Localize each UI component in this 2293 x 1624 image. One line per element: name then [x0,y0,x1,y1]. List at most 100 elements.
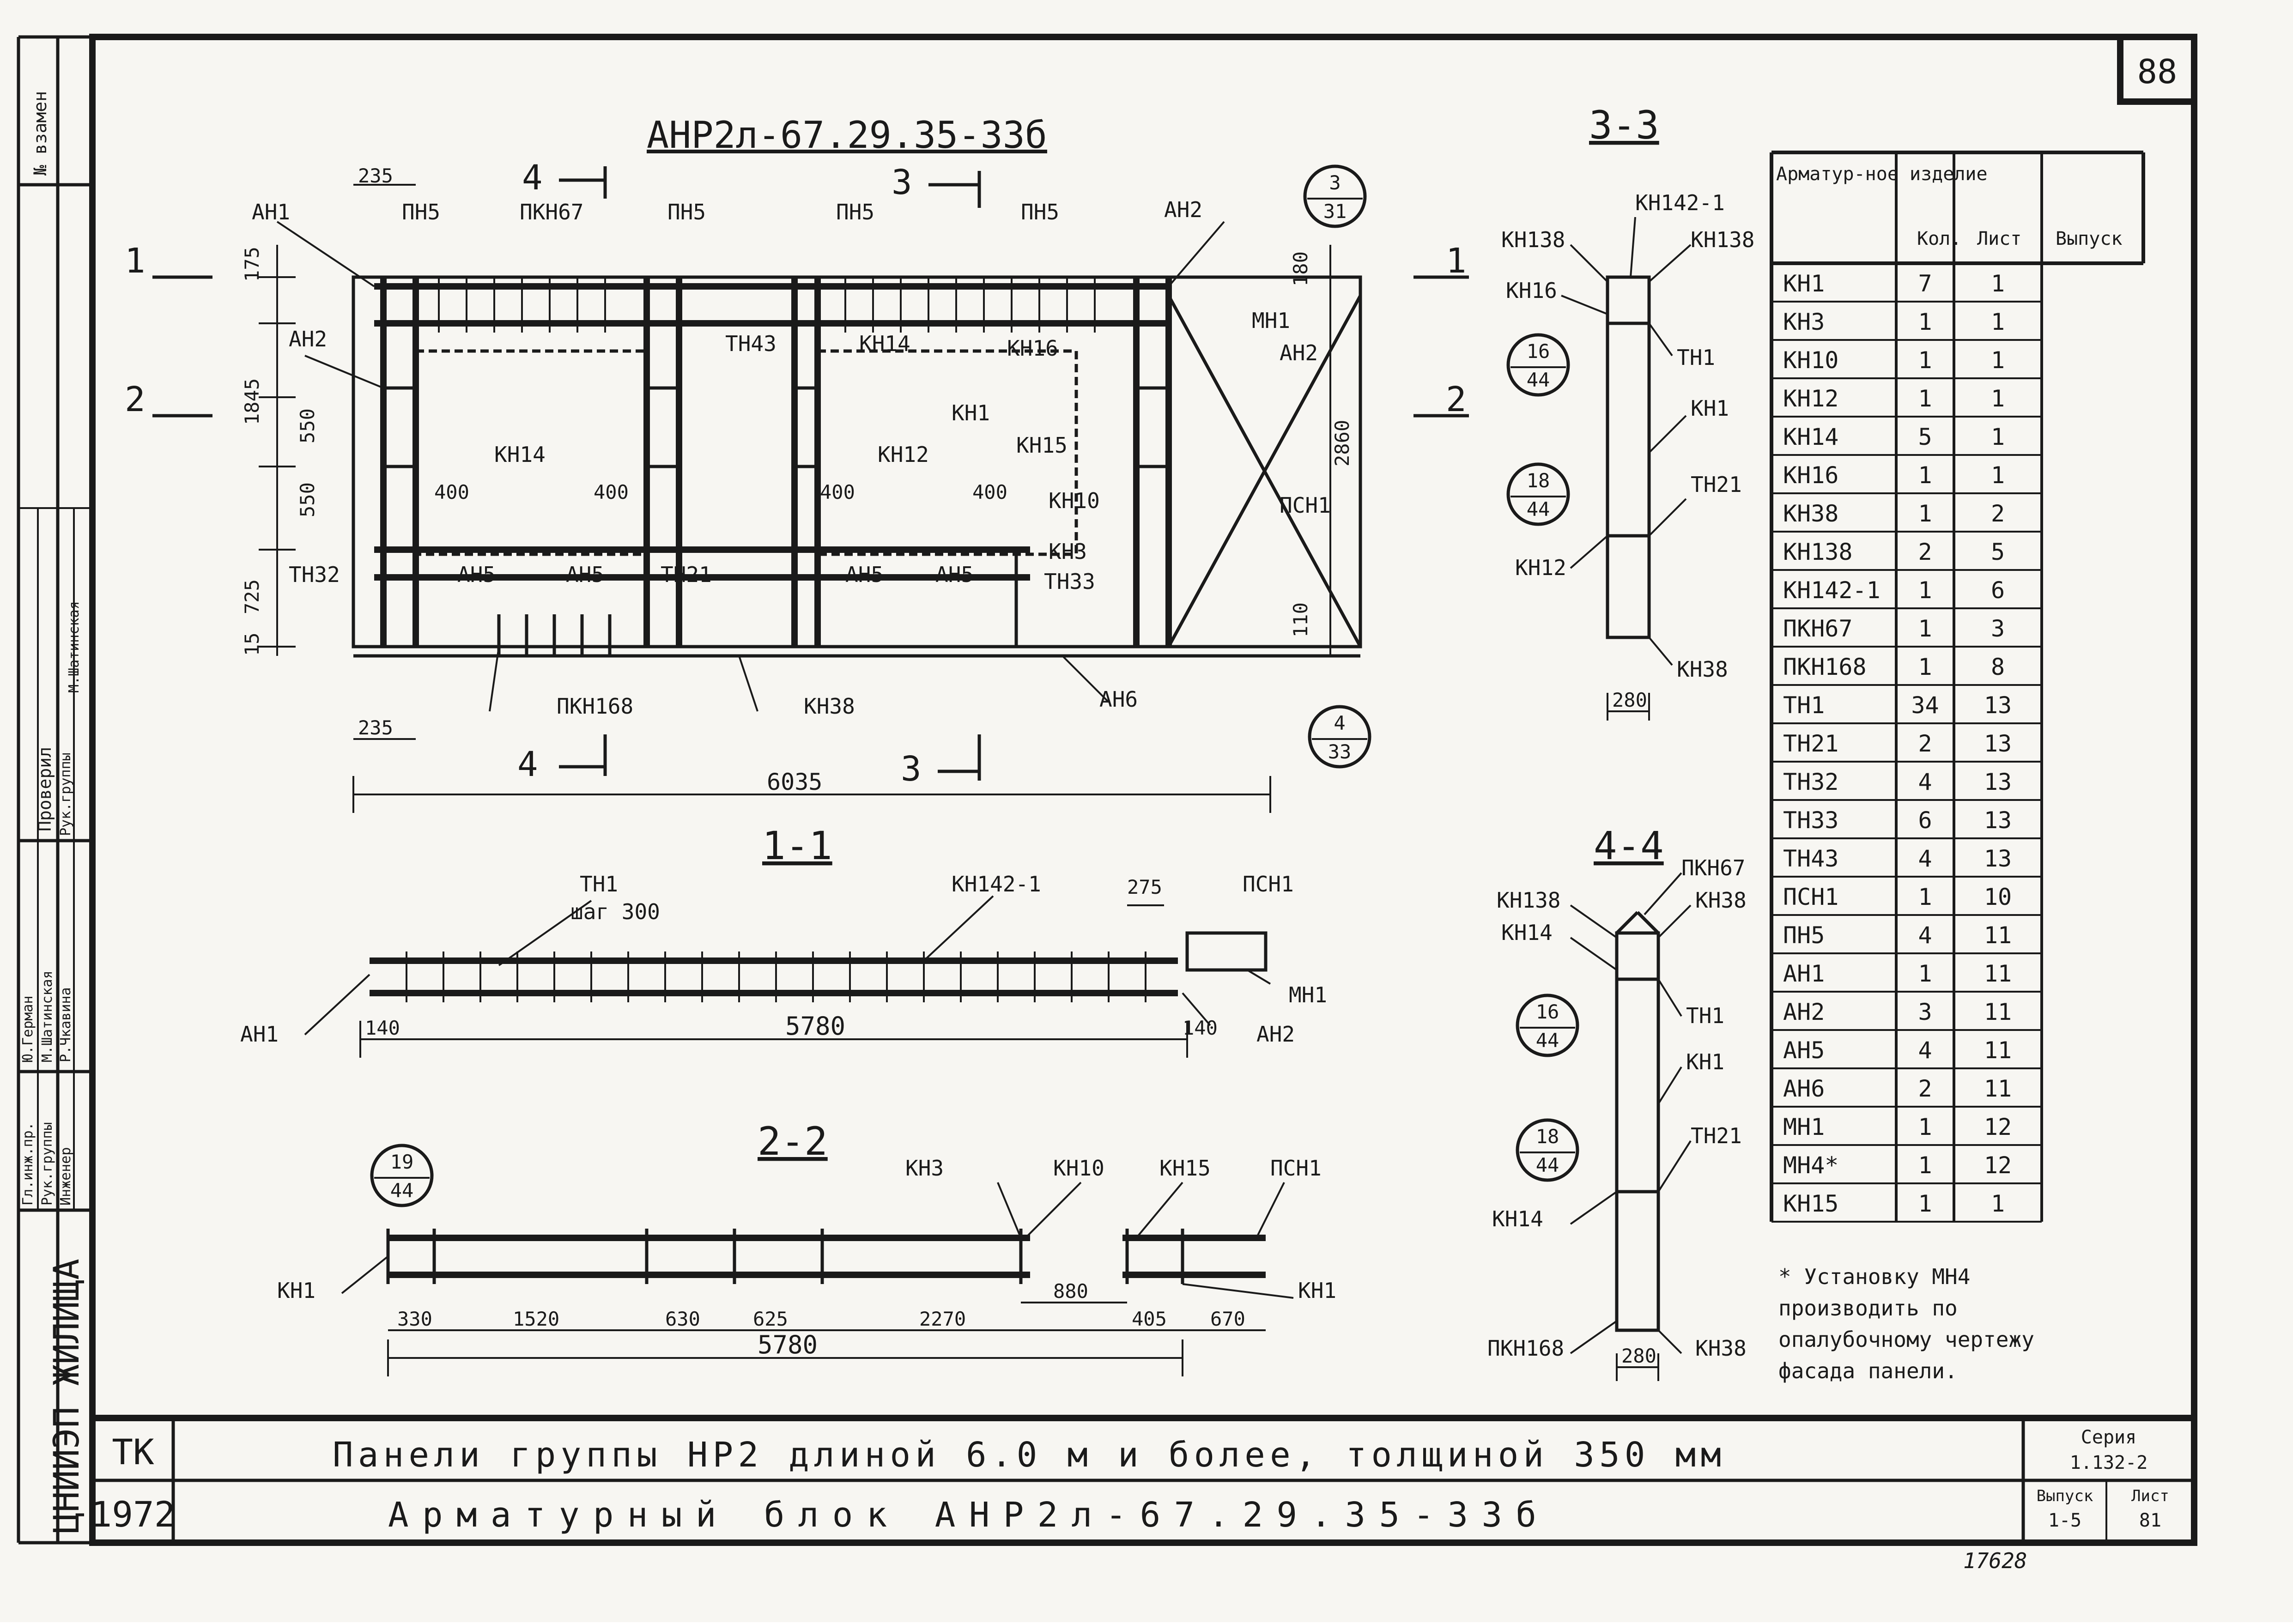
table-cell-item: ТН43 [1783,845,1838,872]
table-cell-sheet: 1 [1991,309,2005,335]
table-cell-qty: 1 [1918,654,1932,680]
table-cell-sheet: 2 [1991,500,2005,527]
table-cell-sheet: 11 [1984,922,2012,949]
mv-dim-8: 400 [434,481,469,503]
main-view-dims: 235 175 1845 550 550 725 15 400 400 400 … [241,164,1353,795]
s44-label-4: КН38 [1695,888,1747,913]
cut-arrows [152,166,1469,781]
table-cell-sheet: 1 [1991,385,2005,412]
mv-label-3: ПКН67 [520,200,583,224]
table-cell-item: АН2 [1783,999,1825,1025]
mv-label-12: МН1 [1252,308,1290,333]
tk-label: ТК [112,1431,154,1473]
title-line-2: Арматурный блок АНР2л-67.29.35-33б [388,1495,1543,1535]
mv-dim-6: 725 [241,579,263,614]
table-cell-qty: 1 [1918,500,1932,527]
section-2-2-labels: КН3 КН10 КН15 ПСН1 КН1 КН1 [277,1156,1336,1303]
table-cell-sheet: 1 [1991,347,2005,374]
s44-label-1: ПКН67 [1681,855,1745,880]
year-label: 1972 [91,1494,175,1535]
table-cell-item: КН3 [1783,309,1825,335]
s33-label-7: ТН21 [1691,472,1742,497]
table-cell-sheet: 11 [1984,999,2012,1025]
s11-label-6: АН1 [240,1022,279,1047]
section-2-2 [341,1182,1294,1376]
s22-label-4: ПСН1 [1270,1156,1322,1181]
mv-dim-5: 550 [296,482,319,517]
s33-label-3: КН138 [1691,227,1754,252]
s11-label-1: ТН1 [580,872,618,897]
mv-label-2: ПН5 [402,200,440,224]
table-header-sheet: Лист [1977,228,2021,249]
section-1-1-dims: 275 140 5780 140 [365,876,1218,1041]
sig-name-1: Ю.Герман [20,996,36,1063]
mv-label-1: АН1 [252,200,290,224]
mv-label-20: ТН32 [289,562,340,587]
s11-dim-2: 140 [365,1017,400,1039]
table-cell-sheet: 10 [1984,884,2012,910]
cut-mark-4-bottom: 4 [517,745,538,784]
table-cell-item: МН4* [1783,1152,1838,1179]
callout-3-31 [1303,164,1367,228]
mv-label-27: ТН33 [1044,569,1095,594]
title-block [92,1415,2194,1543]
mv-label-7: АН2 [1164,197,1202,222]
mv-dim-11: 400 [972,481,1007,503]
mv-label-15: КН15 [1016,433,1068,458]
table-cell-item: ПКН67 [1783,615,1853,642]
table-cell-sheet: 11 [1984,1037,2012,1064]
section-1-1-labels: ТН1 шаг 300 КН142-1 ПСН1 МН1 АН1 АН2 [240,872,1327,1047]
mv-label-5: ПН5 [836,200,874,224]
sig-name-2: М.Шатинская [39,970,55,1062]
s44-label-7: ТН21 [1691,1123,1742,1148]
main-view-labels: АН1 ПН5 ПКН67 ПН5 ПН5 ПН5 АН2 АН2 ТН43 К… [252,197,1331,719]
table-cell-qty: 4 [1918,769,1932,795]
table-cell-sheet: 13 [1984,730,2012,757]
sig-role-1: Гл.инж.пр. [20,1122,36,1206]
table-cell-sheet: 13 [1984,807,2012,834]
cut-mark-1-left: 1 [125,241,146,281]
table-cell-qty: 6 [1918,807,1932,834]
main-elevation [259,184,1362,813]
s22-label-6: КН1 [1298,1278,1336,1303]
s44-label-10: КН38 [1695,1336,1747,1361]
mv-dim-4: 550 [296,408,319,443]
table-cell-qty: 4 [1918,922,1932,949]
s33-callout-1-num: 16 [1527,340,1550,363]
table-cell-qty: 1 [1918,1190,1932,1217]
mv-label-28: ПКН168 [557,694,633,719]
table-cell-item: АН1 [1783,960,1825,987]
corner-label: № взамен [30,91,50,176]
callout-19-44-num: 19 [390,1151,414,1173]
s11-label-4: ПСН1 [1243,872,1294,897]
table-cell-sheet: 1 [1991,1190,2005,1217]
s33-label-6: КН1 [1691,396,1729,421]
s22-label-2: КН10 [1053,1156,1104,1181]
sheet-number: 88 [2137,52,2178,91]
table-cell-item: КН142-1 [1783,577,1881,604]
s44-label-6: КН1 [1686,1049,1724,1074]
table-cell-item: КН10 [1783,347,1838,374]
section-1-1-title: 1-1 [762,823,832,868]
mv-label-30: АН6 [1099,687,1138,712]
callout-3-31-den: 31 [1323,200,1347,223]
sig-role-3: Инженер [58,1147,74,1206]
s11-label-3: КН142-1 [952,872,1041,897]
mv-label-21: АН5 [457,562,496,587]
mv-dim-3: 1845 [241,378,263,425]
s44-label-8: КН14 [1492,1206,1543,1231]
section-cut-marks: 1 2 1 2 3 3 4 4 [125,158,1467,789]
mv-dim-10: 400 [820,481,855,503]
inventory-number: 17628 [1963,1548,2027,1573]
s44-label-5: ТН1 [1686,1003,1724,1028]
table-cell-item: КН12 [1783,385,1838,412]
table-cell-qty: 1 [1918,884,1932,910]
section-1-1-ticks [406,951,1146,1002]
mv-label-25: АН5 [935,562,974,587]
s22-dim-7: 405 [1132,1308,1167,1330]
s22-dim-6: 880 [1053,1280,1088,1303]
cut-mark-2-right: 2 [1446,380,1467,419]
section-3-3-labels: КН142-1 КН138 КН138 КН16 ТН1 КН1 ТН21 КН… [1501,190,1754,682]
section-2-2-title: 2-2 [758,1119,828,1164]
